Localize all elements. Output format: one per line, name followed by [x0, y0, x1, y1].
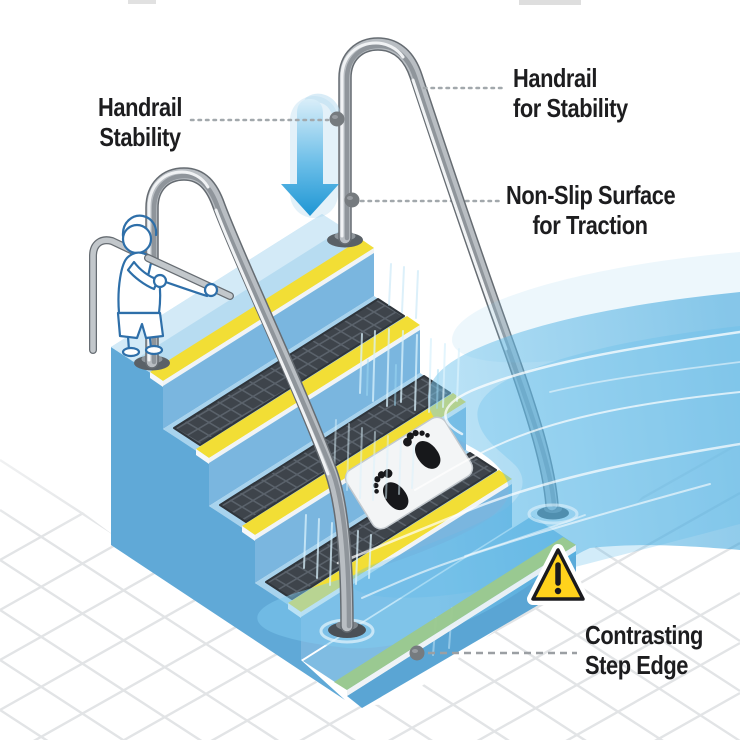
label-handrail-for-stability: Handrail for Stability	[513, 63, 628, 123]
label-handrail-stability: Handrail Stability	[56, 92, 224, 152]
footprints-icon	[344, 416, 474, 530]
warning-triangle-icon	[527, 544, 589, 605]
label-line: for Stability	[513, 93, 628, 123]
label-line: Contrasting	[585, 620, 703, 650]
downward-force-arrow-icon	[281, 93, 340, 218]
label-contrasting-step-edge: Contrasting Step Edge	[585, 620, 703, 680]
callout-dot	[409, 645, 425, 661]
person-hands	[152, 273, 219, 298]
water-cascade	[303, 328, 460, 589]
water-cascade	[388, 263, 453, 656]
label-line: Handrail	[97, 92, 183, 122]
water-ripple	[527, 503, 579, 525]
label-line: Stability	[99, 122, 181, 152]
handrail-left	[134, 167, 375, 644]
label-line: for Traction	[532, 210, 648, 240]
callout-dot	[329, 111, 345, 127]
label-line: Step Edge	[585, 650, 689, 680]
top-platform	[111, 214, 374, 381]
label-line: Handrail	[513, 63, 598, 93]
label-non-slip-surface: Non-Slip Surface for Traction	[506, 180, 676, 240]
contrasting-step-edge-strip	[334, 537, 576, 690]
step-edge-strip	[196, 316, 420, 458]
callout-dot	[344, 192, 360, 208]
top-edge-artifacts	[128, 0, 581, 5]
stair-riser	[163, 253, 374, 429]
callout-annotations	[189, 86, 577, 661]
water-flow	[257, 252, 740, 696]
label-line: Non-Slip Surface	[506, 180, 676, 210]
water-streamlines	[336, 330, 740, 599]
step-edge-strip	[242, 393, 466, 535]
lower-grab-rail	[89, 236, 152, 354]
